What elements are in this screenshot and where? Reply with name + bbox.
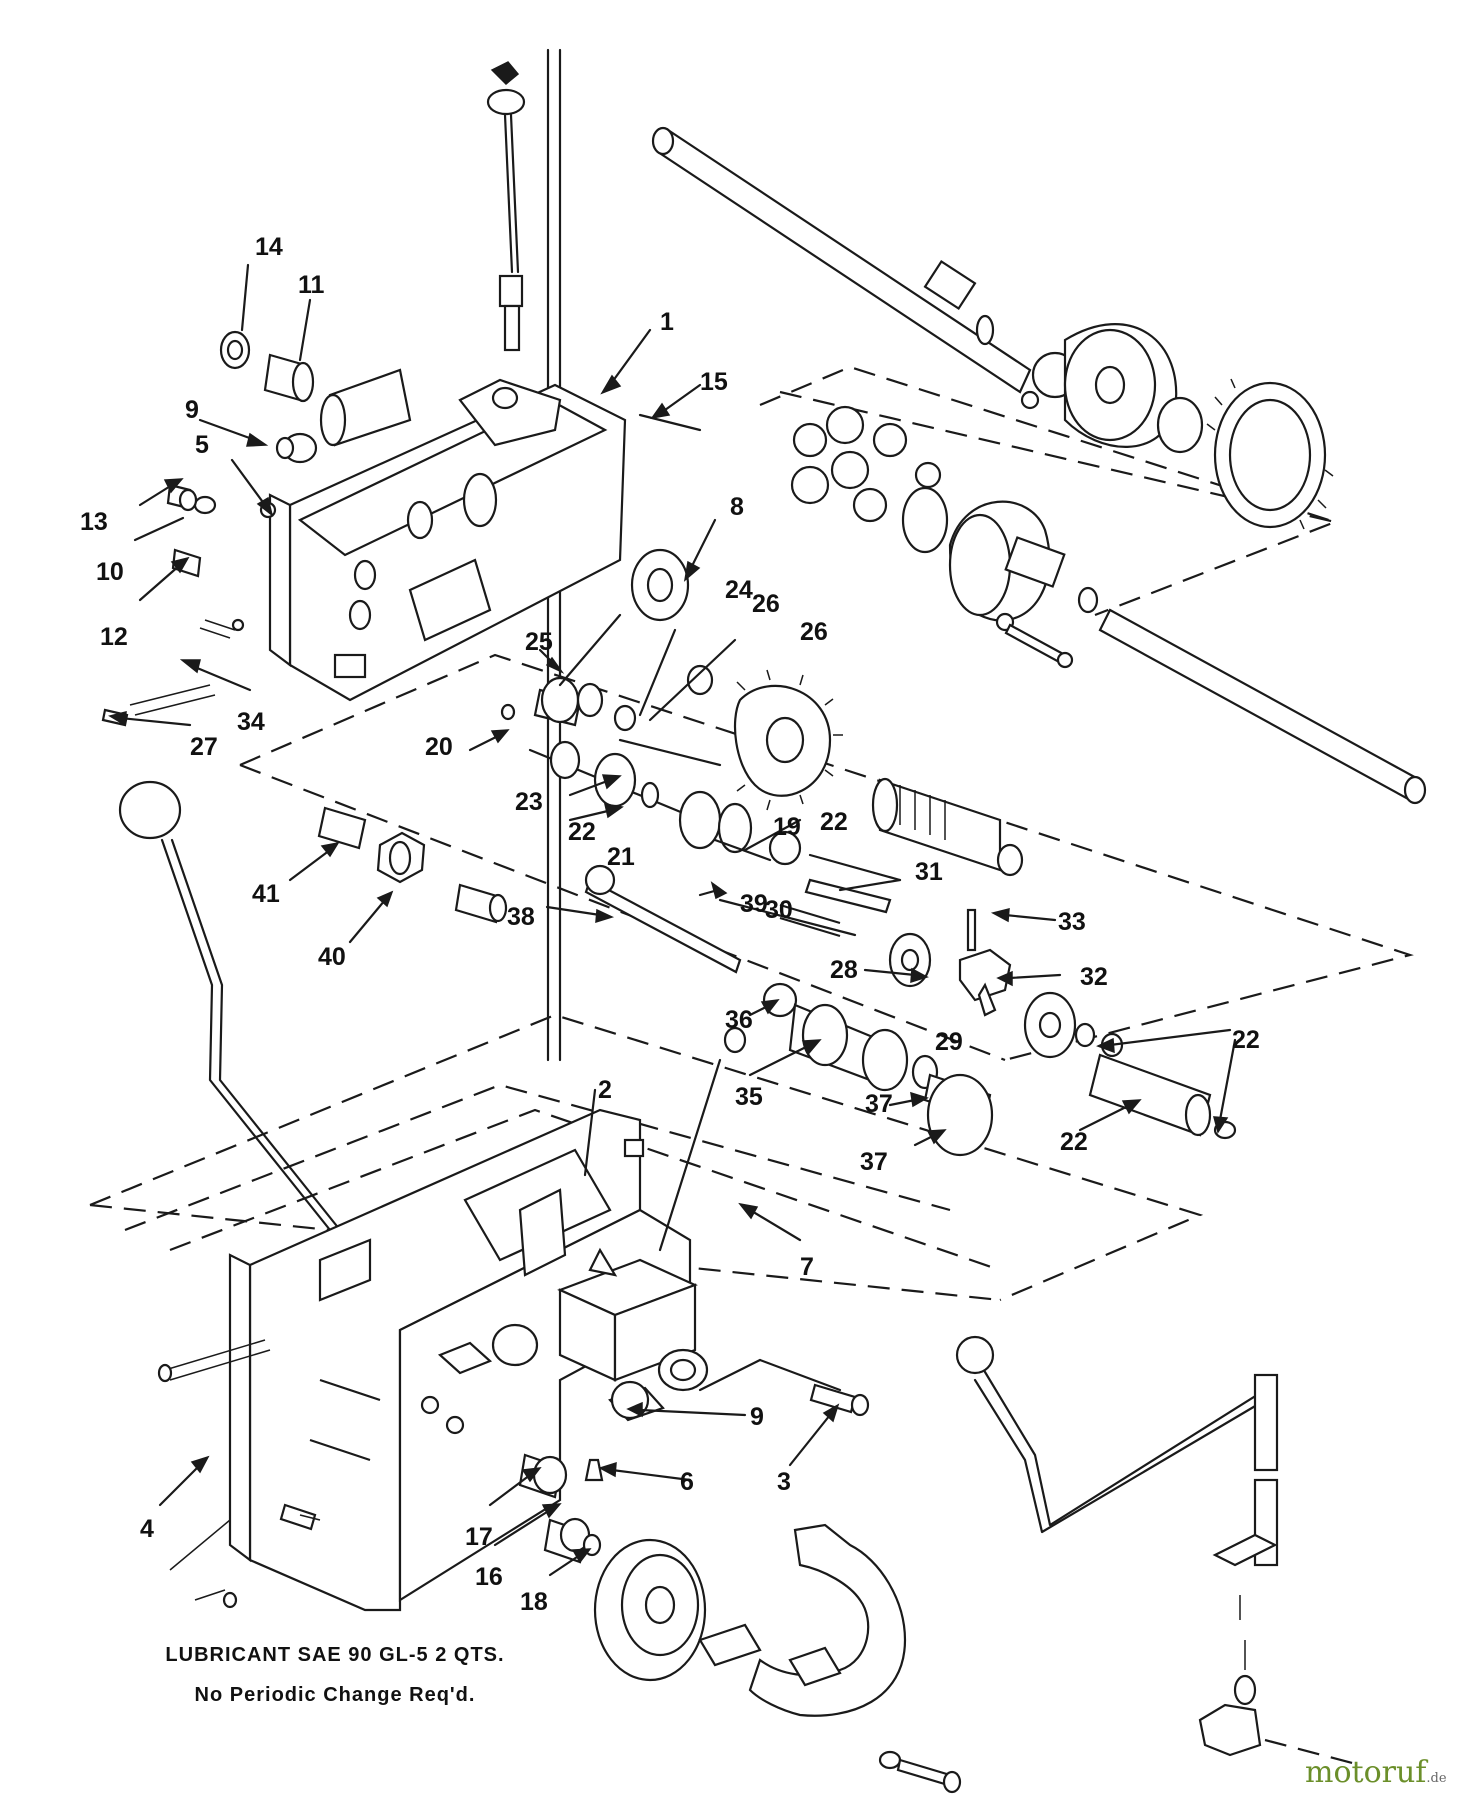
callout-26-b: 26 bbox=[752, 590, 780, 618]
watermark-name: motoruf bbox=[1305, 1755, 1427, 1790]
callout-34: 33 bbox=[1058, 908, 1086, 936]
callout-24: 23 bbox=[515, 788, 543, 816]
callout-37-b: 37 bbox=[865, 1090, 893, 1118]
axle-assembly bbox=[651, 126, 1427, 805]
callout-19: 19 bbox=[773, 813, 801, 841]
callout-2: 2 bbox=[598, 1076, 612, 1104]
callout-25: 24 bbox=[725, 576, 753, 604]
watermark-logo: motoruf.de bbox=[1305, 1755, 1447, 1790]
callout-39: 38 bbox=[507, 903, 535, 931]
callout-22-b: 22 bbox=[820, 808, 848, 836]
lower-housing-case bbox=[157, 1026, 870, 1612]
leader-lines bbox=[108, 263, 1237, 1577]
callout-18: 18 bbox=[520, 1588, 548, 1616]
callout-15: 15 bbox=[700, 368, 728, 396]
callout-1: 1 bbox=[660, 308, 674, 336]
callout-28: 27 bbox=[190, 733, 218, 761]
callout-41: 40 bbox=[318, 943, 346, 971]
callout-22-c: 22 bbox=[1232, 1026, 1260, 1054]
watermark-tld: .de bbox=[1426, 1771, 1447, 1786]
callout-labels: 1 2 3 4 5 6 7 8 9 9 10 11 12 13 14 15 16… bbox=[80, 233, 1260, 1616]
callout-32: 31 bbox=[915, 858, 943, 886]
callout-36: 35 bbox=[735, 1083, 763, 1111]
callout-35: 34 bbox=[237, 708, 265, 736]
callout-22-a: 22 bbox=[568, 818, 596, 846]
callout-9-top: 9 bbox=[185, 396, 199, 424]
lubricant-note: LUBRICANT SAE 90 GL-5 2 QTS. bbox=[165, 1644, 505, 1666]
callout-29: 28 bbox=[830, 956, 858, 984]
callout-38: 37 bbox=[860, 1148, 888, 1176]
callout-37-a: 36 bbox=[725, 1006, 753, 1034]
brake-assembly bbox=[593, 1523, 962, 1794]
callout-23: 22 bbox=[1060, 1128, 1088, 1156]
callout-42: 41 bbox=[252, 880, 280, 908]
callout-20: 20 bbox=[425, 733, 453, 761]
callout-5: 5 bbox=[195, 431, 209, 459]
callout-30: 29 bbox=[935, 1028, 963, 1056]
callout-40: 39 bbox=[740, 890, 768, 918]
callout-33: 32 bbox=[1080, 963, 1108, 991]
callout-27: 26 bbox=[800, 618, 828, 646]
change-interval-note: No Periodic Change Req'd. bbox=[194, 1684, 476, 1706]
callout-7: 7 bbox=[800, 1253, 814, 1281]
callout-26-a: 25 bbox=[525, 628, 553, 656]
callout-6: 6 bbox=[680, 1468, 694, 1496]
callout-31: 30 bbox=[765, 896, 793, 924]
gear-train bbox=[317, 548, 1237, 1157]
callout-11: 11 bbox=[298, 271, 325, 299]
callout-12: 12 bbox=[100, 623, 128, 651]
callout-21: 21 bbox=[607, 843, 635, 871]
callout-14: 14 bbox=[255, 233, 283, 261]
callout-13: 13 bbox=[80, 508, 108, 536]
callout-10: 10 bbox=[96, 558, 124, 586]
callout-16: 16 bbox=[475, 1563, 503, 1591]
upper-housing-case bbox=[268, 368, 627, 702]
callout-4: 4 bbox=[140, 1515, 154, 1543]
callout-17: 17 bbox=[465, 1523, 493, 1551]
callout-9-bottom: 9 bbox=[750, 1403, 764, 1431]
dipstick-assembly bbox=[486, 48, 562, 1062]
callout-3: 3 bbox=[777, 1468, 791, 1496]
callout-8: 8 bbox=[730, 493, 744, 521]
